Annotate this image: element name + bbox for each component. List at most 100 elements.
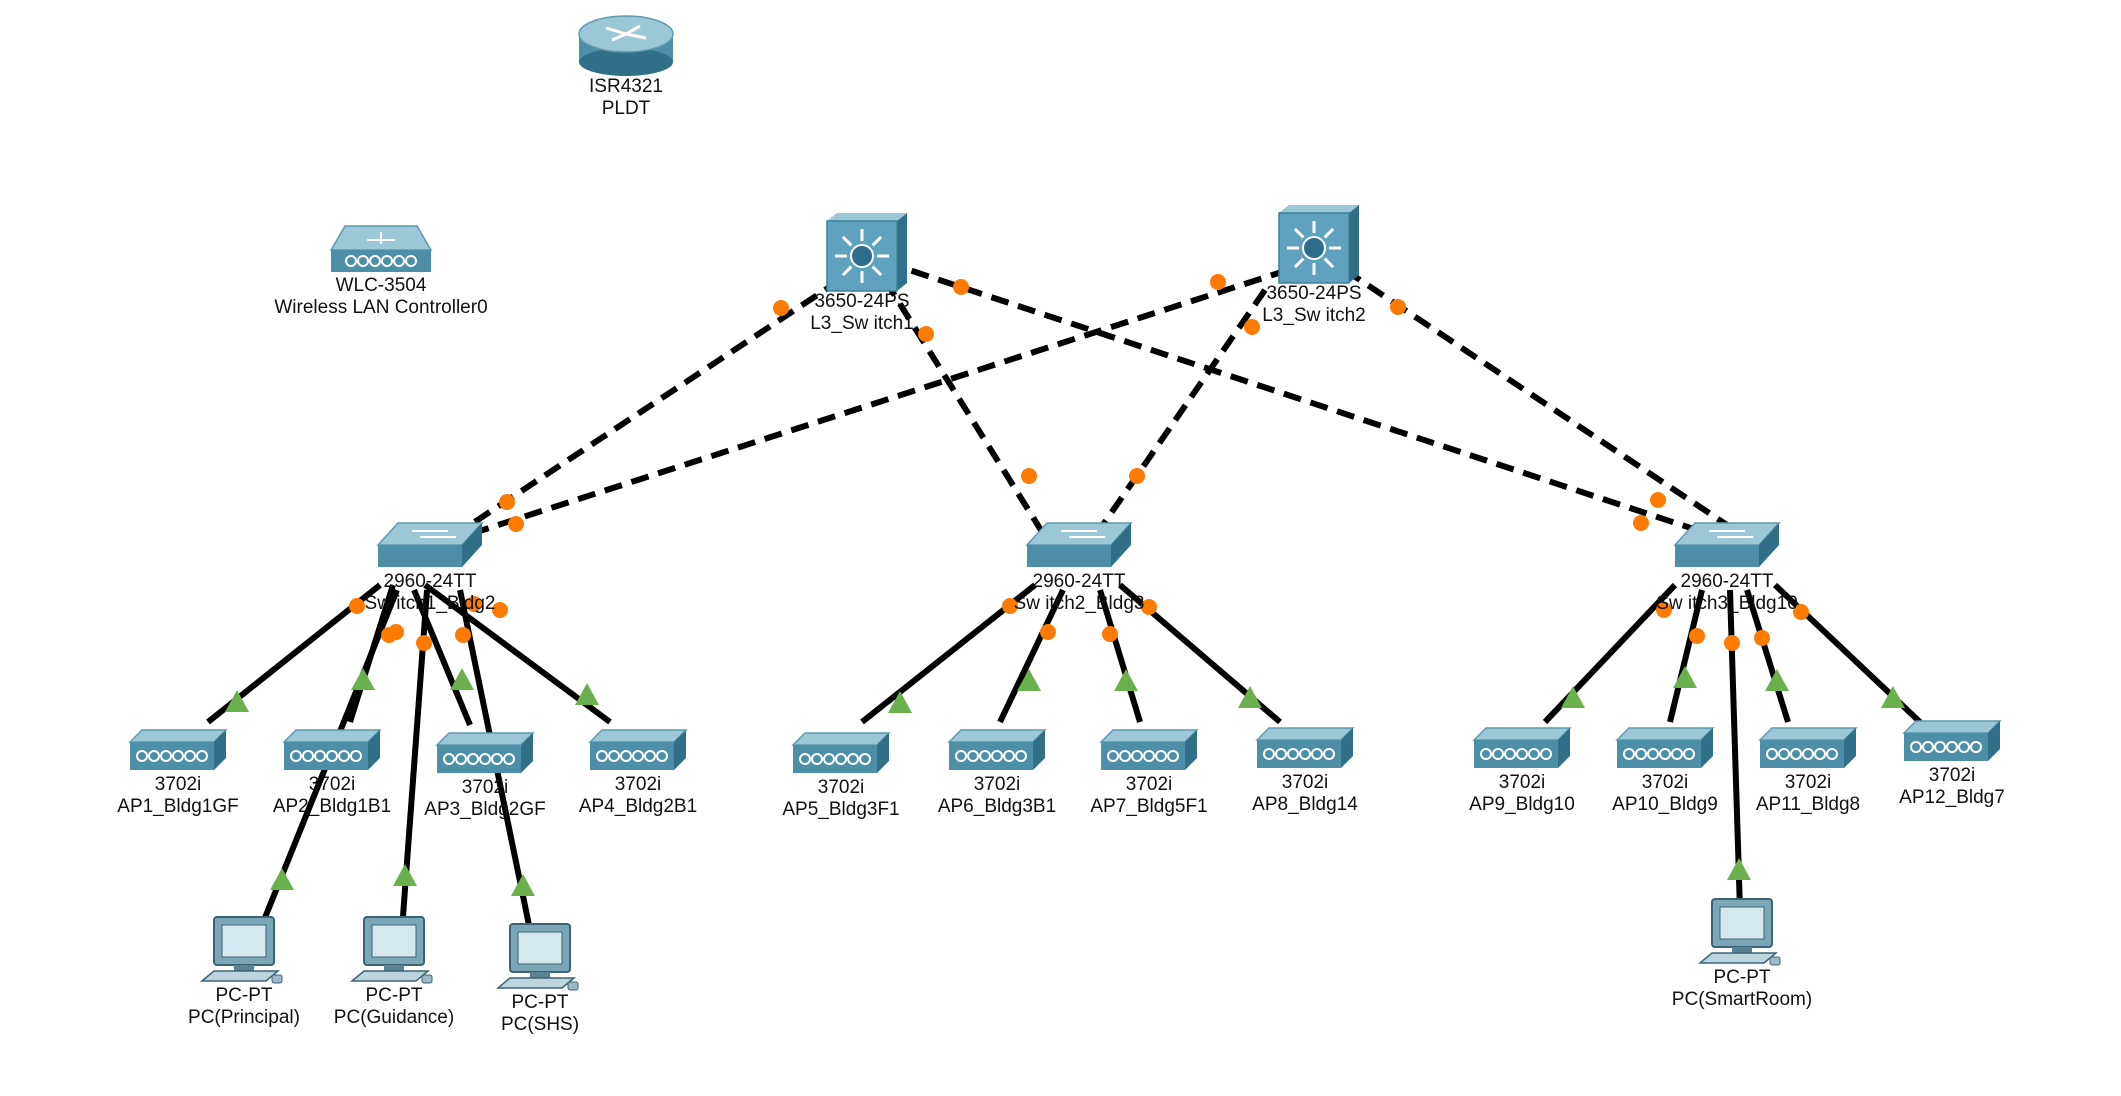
device-name: L3_Sw itch2: [1262, 305, 1366, 326]
device-pc1[interactable]: [199, 916, 283, 984]
device-model: PC-PT: [215, 985, 273, 1006]
device-pc2[interactable]: [349, 916, 433, 984]
device-ap11[interactable]: [1758, 727, 1858, 768]
device-ap2[interactable]: [282, 729, 382, 770]
link-l3sw1-sw1[interactable]: [453, 277, 842, 538]
device-model: 3702i: [973, 774, 1021, 795]
port-status-dot: [1724, 635, 1740, 651]
port-status-dot: [1040, 624, 1056, 640]
port-status-dot: [1689, 628, 1705, 644]
device-ap5[interactable]: [791, 732, 891, 773]
port-status-dot: [1390, 299, 1406, 315]
device-pc4[interactable]: [1697, 898, 1781, 966]
access-point-icon: [1472, 727, 1572, 768]
device-ap7[interactable]: [1099, 729, 1199, 770]
port-status-dot: [466, 596, 482, 612]
port-status-dot: [953, 279, 969, 295]
switch-icon: [1673, 522, 1781, 567]
link-l3sw2-sw2[interactable]: [1093, 288, 1268, 537]
port-status-dot: [349, 598, 365, 614]
port-status-dot: [1244, 319, 1260, 335]
device-name: AP10_Bldg9: [1612, 794, 1718, 815]
pc-icon: [199, 916, 283, 984]
device-name: PC(SHS): [500, 1014, 580, 1035]
device-model: 3702i: [308, 774, 356, 795]
port-status-dot: [1656, 602, 1672, 618]
multilayer-switch-icon: [826, 213, 907, 292]
access-point-icon: [435, 732, 535, 773]
device-name: PLDT: [601, 98, 651, 119]
link-l3sw1-sw3[interactable]: [884, 259, 1713, 538]
device-wlc[interactable]: [329, 225, 433, 272]
device-model: 2960-24TT: [383, 571, 477, 592]
port-status-dot: [1633, 515, 1649, 531]
device-sw2[interactable]: [1025, 522, 1133, 567]
link-l3sw2-sw1[interactable]: [457, 267, 1289, 541]
device-model: PC-PT: [511, 992, 569, 1013]
device-ap3[interactable]: [435, 732, 535, 773]
link-sw2-ap7[interactable]: [1097, 589, 1143, 723]
device-ap8[interactable]: [1255, 727, 1355, 768]
port-status-dot: [388, 624, 404, 640]
port-status-dot: [416, 635, 432, 651]
device-ap4[interactable]: [588, 729, 688, 770]
port-status-dot: [1002, 598, 1018, 614]
device-l3sw2[interactable]: [1278, 205, 1359, 284]
device-l3sw1[interactable]: [826, 213, 907, 292]
device-name: AP12_Bldg7: [1899, 787, 2005, 808]
pc-icon: [495, 923, 579, 991]
device-ap6[interactable]: [947, 729, 1047, 770]
port-status-triangle: [393, 864, 417, 886]
device-model: 3702i: [1641, 772, 1689, 793]
device-model: 3702i: [154, 774, 202, 795]
device-model: 3702i: [614, 774, 662, 795]
device-router[interactable]: [578, 15, 674, 76]
access-point-icon: [791, 732, 891, 773]
device-model: 3702i: [1125, 774, 1173, 795]
port-status-dot: [499, 494, 515, 510]
link-l3sw1-sw2[interactable]: [882, 278, 1047, 537]
port-status-dot: [1793, 604, 1809, 620]
device-model: WLC-3504: [335, 275, 427, 296]
device-sw3[interactable]: [1673, 522, 1781, 567]
link-sw2-ap6[interactable]: [997, 588, 1066, 724]
port-status-triangle: [225, 690, 249, 712]
device-name: AP4_Bldg2B1: [578, 796, 698, 817]
port-status-triangle: [575, 683, 599, 705]
device-ap10[interactable]: [1615, 727, 1715, 768]
device-ap9[interactable]: [1472, 727, 1572, 768]
device-name: AP8_Bldg14: [1252, 794, 1358, 815]
device-model: PC-PT: [1713, 967, 1771, 988]
port-status-triangle: [1561, 686, 1585, 708]
port-status-triangle: [351, 668, 375, 690]
port-status-dot: [492, 602, 508, 618]
port-status-triangle: [1727, 858, 1751, 880]
device-sw1[interactable]: [376, 522, 484, 567]
link-sw3-ap11[interactable]: [1744, 589, 1791, 723]
device-ap1[interactable]: [128, 729, 228, 770]
link-l3sw2-sw3[interactable]: [1343, 267, 1744, 538]
access-point-icon: [1902, 720, 2002, 761]
port-status-dot: [1754, 630, 1770, 646]
device-model: 3702i: [1281, 772, 1329, 793]
device-ap12[interactable]: [1902, 720, 2002, 761]
port-status-triangle: [450, 668, 474, 690]
device-pc3[interactable]: [495, 923, 579, 991]
device-model: 3702i: [1784, 772, 1832, 793]
device-model: PC-PT: [365, 985, 423, 1006]
link-sw3-ap10[interactable]: [1667, 589, 1705, 723]
router-icon: [578, 15, 674, 76]
